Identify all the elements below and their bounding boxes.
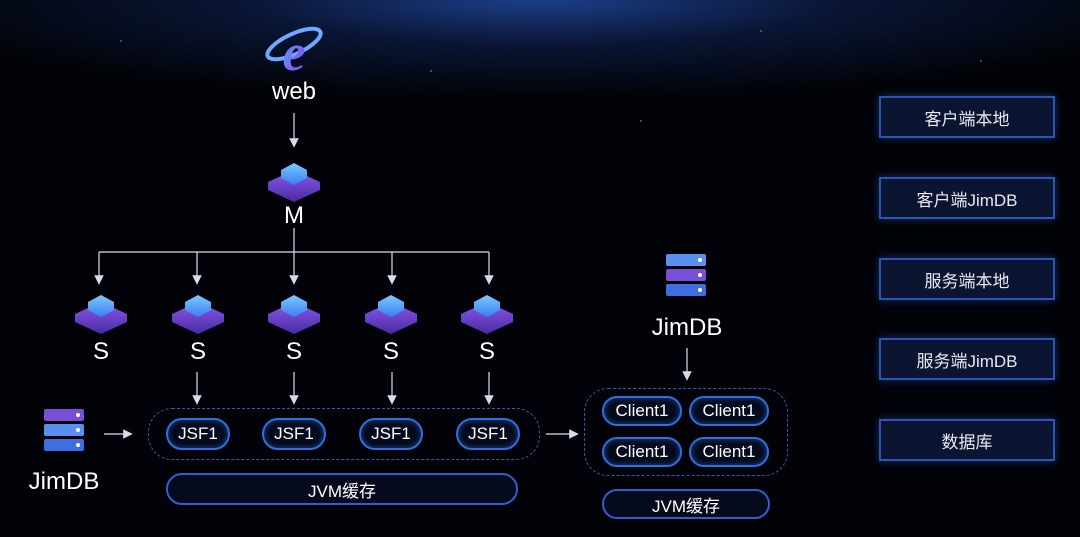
- star-speck: [980, 60, 982, 62]
- jsf-node: JSF1: [166, 418, 230, 450]
- jsf-node: JSF1: [262, 418, 326, 450]
- star-speck: [640, 120, 642, 122]
- s-node-label: S: [189, 338, 206, 365]
- jimdb-left-label: JimDB: [28, 468, 100, 495]
- layer-node-icon: [268, 295, 320, 334]
- client-node: Client1: [602, 437, 682, 467]
- legend-item-client-local: 客户端本地: [879, 96, 1055, 138]
- database-server-icon: [666, 254, 706, 296]
- jsf-node: JSF1: [359, 418, 423, 450]
- layer-node-icon: [461, 295, 513, 334]
- layer-node-icon: [268, 163, 320, 202]
- layer-node-icon: [75, 295, 127, 334]
- legend-item-server-local: 服务端本地: [879, 258, 1055, 300]
- svg-text:e: e: [282, 25, 305, 80]
- client-node: Client1: [602, 396, 682, 426]
- client-node: Client1: [689, 437, 769, 467]
- s-node-label: S: [478, 338, 495, 365]
- star-speck: [760, 30, 762, 32]
- web-label: web: [271, 78, 317, 105]
- client-group: [584, 388, 788, 476]
- m-node-label: M: [284, 202, 304, 229]
- jvm-cache-left: JVM缓存: [166, 473, 518, 505]
- star-speck: [430, 70, 432, 72]
- client-node: Client1: [689, 396, 769, 426]
- jimdb-right-label: JimDB: [651, 314, 723, 341]
- ie-browser-icon: e: [264, 24, 324, 82]
- s-node-label: S: [92, 338, 109, 365]
- s-node-label: S: [285, 338, 302, 365]
- database-server-icon: [44, 409, 84, 451]
- jsf-group: [148, 408, 540, 460]
- layer-node-icon: [365, 295, 417, 334]
- legend-item-database: 数据库: [879, 419, 1055, 461]
- legend-item-client-jimdb: 客户端JimDB: [879, 177, 1055, 219]
- layer-node-icon: [172, 295, 224, 334]
- jsf-node: JSF1: [456, 418, 520, 450]
- star-speck: [120, 40, 122, 42]
- s-node-label: S: [382, 338, 399, 365]
- jvm-cache-right: JVM缓存: [602, 489, 770, 519]
- legend-item-server-jimdb: 服务端JimDB: [879, 338, 1055, 380]
